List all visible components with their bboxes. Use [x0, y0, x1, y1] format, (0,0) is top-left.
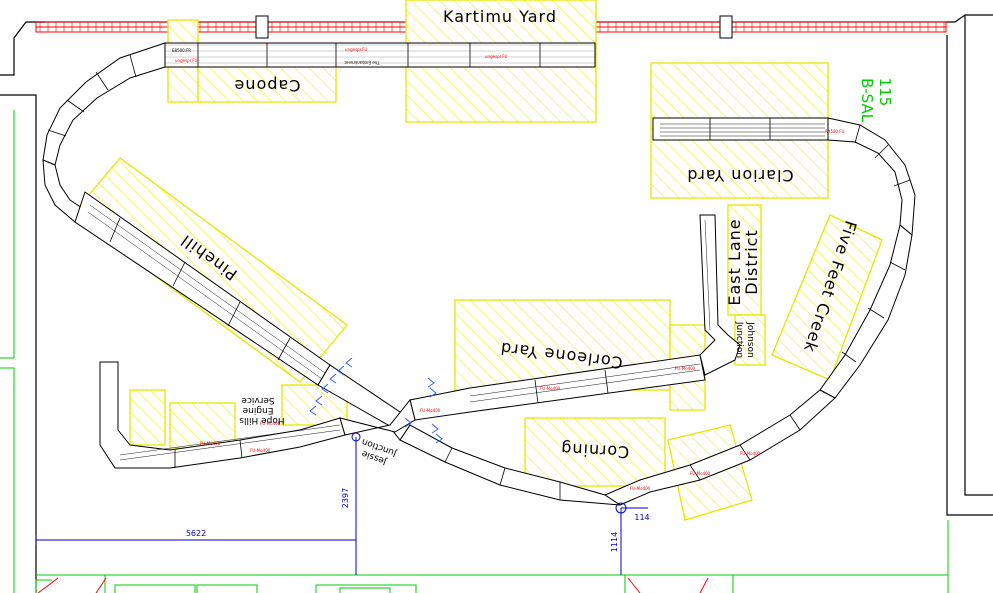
svg-text:E8500.FR: E8500.FR — [172, 48, 191, 53]
east-lane-label-line2: District — [742, 229, 761, 294]
johnson-junction-label-line1: Johnson — [745, 321, 755, 357]
the-embankment-label: The Embankment — [344, 60, 381, 65]
svg-text:Rd500.FU: Rd500.FU — [825, 129, 845, 134]
room-name: B-SAL — [858, 78, 876, 123]
svg-text:FU-Mo400: FU-Mo400 — [540, 386, 561, 391]
corning-label: Corning — [560, 439, 630, 462]
svg-text:FU-Mo400: FU-Mo400 — [420, 408, 441, 413]
dimension-vertical-right: 1114 — [610, 532, 619, 552]
svg-text:FU-Mo400: FU-Mo400 — [260, 421, 281, 426]
clarion-yard-label: Clarion Yard — [686, 166, 793, 185]
top-wall-rail — [35, 15, 947, 39]
svg-text:FU-Mo400: FU-Mo400 — [630, 486, 651, 491]
track-benchwork — [42, 42, 916, 506]
module-labels: ungespr.FU ungespr.FU ungespr.FU E8500.F… — [172, 47, 845, 491]
zone-hope-left — [129, 389, 166, 446]
east-lane-label-line1: East Lane — [725, 218, 744, 305]
dimension-vertical-left: 2397 — [341, 488, 350, 508]
zone-corning — [524, 417, 666, 487]
svg-text:FU-Mo400: FU-Mo400 — [675, 366, 696, 371]
svg-text:FU-Mo400: FU-Mo400 — [200, 441, 221, 446]
direction-chevrons — [309, 357, 443, 444]
capone-label: Capone — [234, 76, 301, 95]
svg-text:ungespr.FU: ungespr.FU — [485, 54, 508, 59]
svg-text:FU-Mo400: FU-Mo400 — [740, 451, 761, 456]
hope-hills-label-line3: Service — [241, 395, 275, 405]
hope-hills-label-line2: Engine — [242, 405, 273, 415]
dimension-small: 114 — [634, 513, 649, 522]
zone-johnson — [734, 314, 766, 366]
zone-hope-hills — [169, 402, 236, 449]
svg-text:FU-Mo400: FU-Mo400 — [690, 471, 711, 476]
dimension-horizontal: 5622 — [186, 529, 206, 538]
kartimu-yard-label: Kartimu Yard — [443, 7, 557, 26]
svg-text:ungespr.FU: ungespr.FU — [345, 47, 368, 52]
johnson-junction-label-line2: Junction — [734, 321, 744, 358]
svg-text:ungespr.FU: ungespr.FU — [175, 58, 198, 63]
svg-text:FU-Mo400: FU-Mo400 — [250, 448, 271, 453]
zone-east-lane — [727, 204, 762, 316]
hope-hills-label-line1: Hope Hills — [239, 415, 285, 425]
dimension-lines — [35, 432, 648, 575]
room-number: 115 — [876, 78, 894, 107]
room-outlines — [0, 110, 949, 593]
